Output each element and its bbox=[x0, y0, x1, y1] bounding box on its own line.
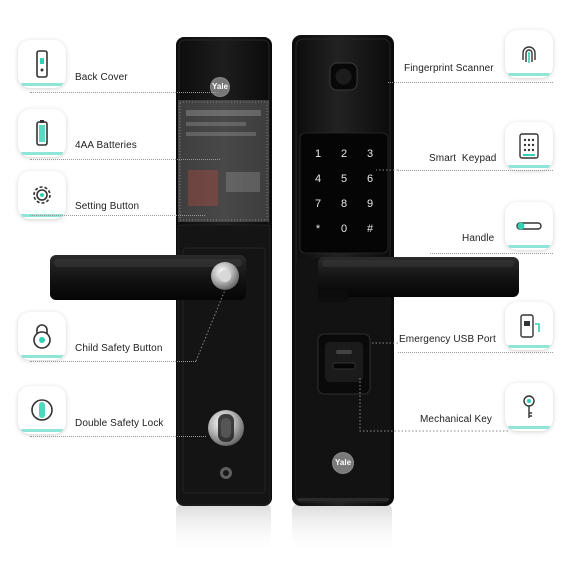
back-handle bbox=[50, 255, 246, 300]
keypad-key[interactable]: * bbox=[315, 223, 321, 235]
back-panel bbox=[176, 37, 272, 506]
fingerprint-icon bbox=[505, 30, 553, 78]
brand-logo-back: Yale bbox=[212, 82, 229, 91]
divider bbox=[398, 352, 553, 353]
keypad-key[interactable]: # bbox=[366, 223, 374, 235]
divider bbox=[388, 82, 553, 83]
keypad-key[interactable]: 7 bbox=[314, 198, 322, 210]
divider bbox=[430, 253, 553, 254]
keypad-key[interactable]: 9 bbox=[366, 198, 374, 210]
feature-label-setting-button: Setting Button bbox=[75, 201, 140, 212]
divider bbox=[30, 436, 206, 437]
keypad-key[interactable]: 4 bbox=[314, 173, 322, 185]
divider bbox=[30, 159, 220, 160]
feature-label-mechanical-key: Mechanical Key bbox=[420, 414, 492, 425]
child-safety-lock-icon bbox=[18, 312, 66, 360]
keypad-key[interactable]: 1 bbox=[314, 148, 322, 160]
divider bbox=[30, 215, 205, 216]
feature-label-emergency-usb-port: Emergency USB Port bbox=[399, 334, 496, 345]
feature-label-fingerprint-scanner: Fingerprint Scanner bbox=[404, 63, 494, 74]
handle-icon bbox=[505, 202, 553, 250]
gear-icon bbox=[18, 171, 66, 219]
keypad-key[interactable]: 5 bbox=[340, 173, 348, 185]
battery-icon bbox=[18, 109, 66, 157]
feature-label-double-safety-lock: Double Safety Lock bbox=[75, 418, 164, 429]
usb-port-icon bbox=[505, 302, 553, 350]
smart-keypad: 1 2 3 4 5 6 7 8 9 * 0 # bbox=[305, 142, 383, 242]
back-cover-icon bbox=[18, 40, 66, 88]
keypad-key[interactable]: 3 bbox=[366, 148, 374, 160]
divider bbox=[398, 170, 553, 171]
key-icon bbox=[505, 383, 553, 431]
divider bbox=[30, 92, 218, 93]
brand-logo-front: Yale bbox=[335, 458, 352, 467]
keypad-key[interactable]: 6 bbox=[366, 173, 374, 185]
keypad-key[interactable]: 8 bbox=[340, 198, 348, 210]
feature-label-handle: Handle bbox=[462, 233, 495, 244]
safety-lock-knob-icon bbox=[18, 386, 66, 434]
divider bbox=[30, 361, 196, 362]
keypad-key[interactable]: 0 bbox=[340, 223, 348, 235]
feature-label-smart-keypad: Smart Keypad bbox=[429, 153, 497, 164]
feature-label-batteries: 4AA Batteries bbox=[75, 140, 137, 151]
floor-reflection bbox=[176, 504, 392, 554]
keypad-key[interactable]: 2 bbox=[340, 148, 348, 160]
keypad-icon bbox=[505, 122, 553, 170]
feature-label-child-safety-button: Child Safety Button bbox=[75, 343, 163, 354]
feature-label-back-cover: Back Cover bbox=[75, 72, 128, 83]
front-handle bbox=[318, 257, 519, 302]
